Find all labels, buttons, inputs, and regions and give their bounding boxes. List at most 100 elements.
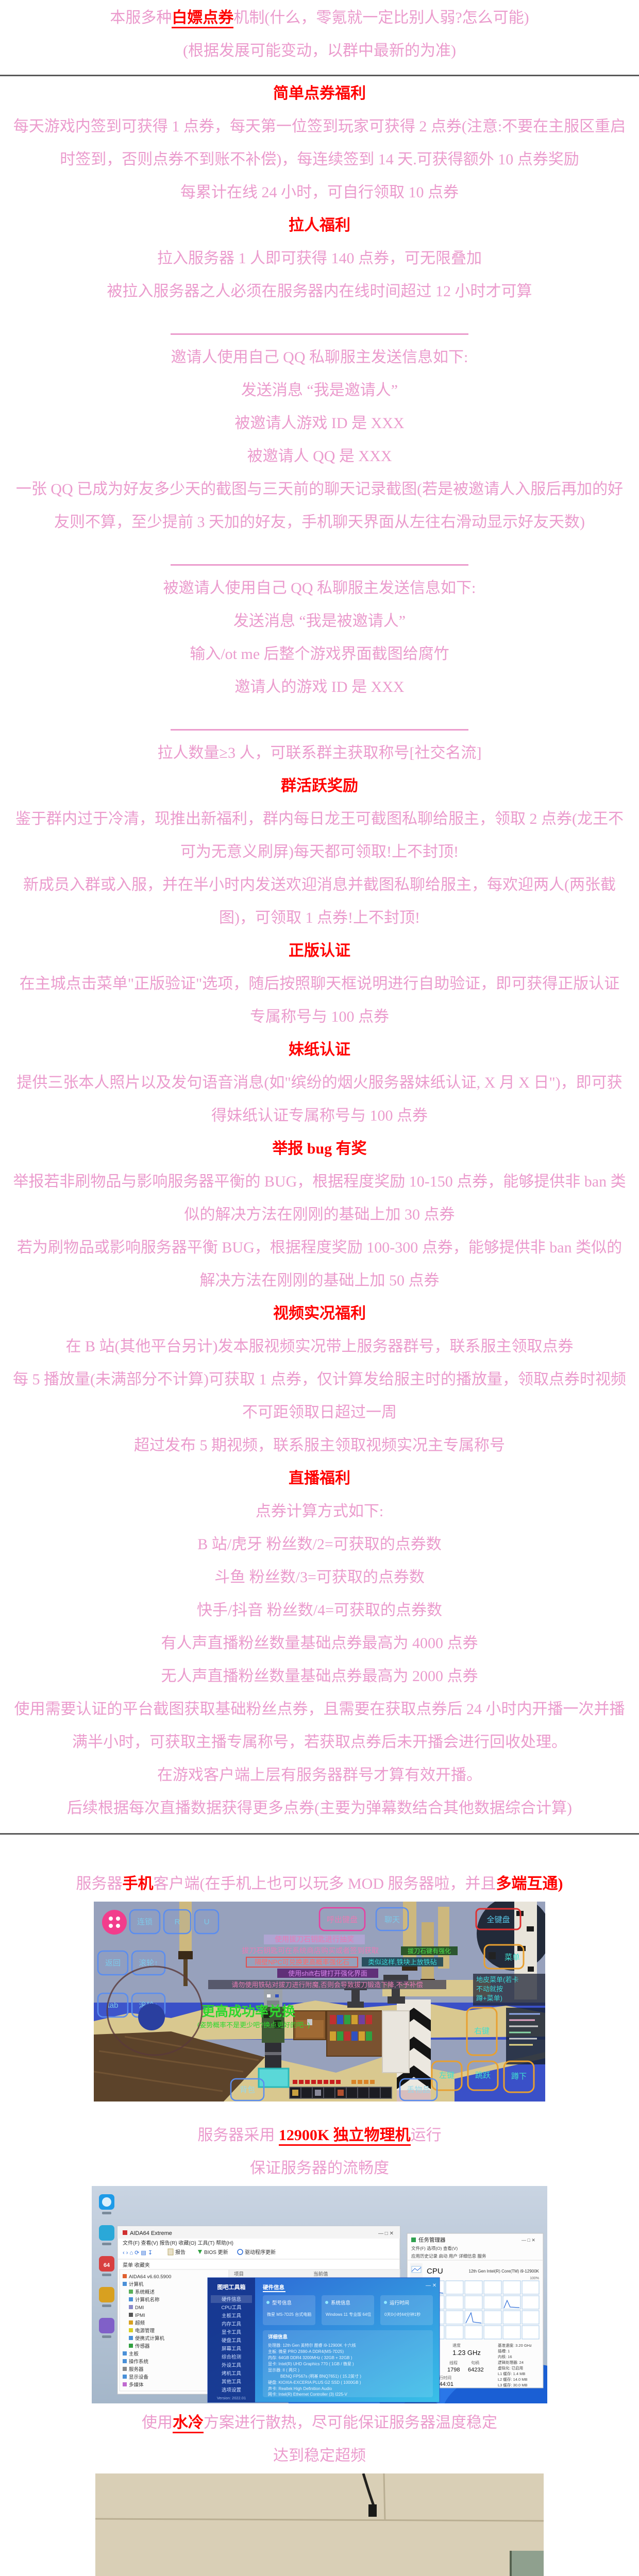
joystick-ring bbox=[106, 1965, 203, 2056]
text-run: 无人声直播粉丝数量基础点券最高为 2000 点券 bbox=[161, 1668, 478, 1685]
svg-text:内核: 16: 内核: 16 bbox=[498, 2354, 512, 2359]
paragraph: 服务器手机客户端(在手机上也可以玩多 MOD 服务器啦，并且多端互通) bbox=[0, 1868, 639, 1901]
paragraph: 后续根据每次直播数据获得更多点券(主要为弹幕数结合其他数据综合计算) bbox=[0, 1792, 639, 1825]
svg-text:菜单: 菜单 bbox=[505, 1953, 520, 1962]
svg-text:项目: 项目 bbox=[234, 2272, 244, 2277]
chat-button bbox=[375, 1907, 409, 1931]
svg-text:逻辑处理器: 24: 逻辑处理器: 24 bbox=[498, 2360, 524, 2365]
section-heading: 拉人福利 bbox=[289, 217, 350, 234]
text-run: 拉入服务器 1 人即可获得 140 点券，可无限叠加 bbox=[157, 250, 482, 267]
text-run: 鉴于群内过于冷清，现推出新福利，群内每日龙王可截图私聊给服主，领取 2 点券(龙… bbox=[15, 810, 624, 860]
svg-text:(姿势概率不是更少吧?换点更好的吧~): (姿势概率不是更少吧?换点更好的吧~) bbox=[197, 2021, 310, 2029]
svg-text:12th Gen Intel(R) Core(TM) i9-: 12th Gen Intel(R) Core(TM) i9-12900K bbox=[469, 2269, 540, 2274]
desktop-scene: 64 AIDA64 Extreme — □ ✕ 文件(F) 查看(V) 报告(R… bbox=[92, 2186, 547, 2403]
paragraph: 举报若非刷物品与影响服务器平衡的 BUG，根据程度奖励 10-150 点券，能够… bbox=[0, 1165, 639, 1231]
text-run: 方案进行散热，尽可能保证服务器温度稳定 bbox=[204, 2414, 497, 2431]
paragraph: 每累计在线 24 小时，可自行领取 10 点券 bbox=[0, 176, 639, 209]
paragraph: 邀请人的游戏 ID 是 XXX bbox=[0, 671, 639, 704]
svg-text:连锁: 连锁 bbox=[137, 1918, 153, 1926]
svg-text:使用拔刀石钥匙进行抽奖: 使用拔刀石钥匙进行抽奖 bbox=[275, 1935, 354, 1943]
cpu-core-graphs bbox=[426, 2280, 540, 2340]
svg-text:DMI: DMI bbox=[135, 2305, 144, 2311]
svg-text:文件(F) 查看(V) 报告(R) 收藏(O): 文件(F) 查看(V) 报告(R) 收藏(O) 工具(T) 帮助(H) bbox=[123, 2240, 233, 2246]
svg-text:0天0小时44分钟1秒: 0天0小时44分钟1秒 bbox=[384, 2312, 421, 2317]
section-heading: 视频实况福利 bbox=[273, 1305, 366, 1322]
desktop-icons: 64 bbox=[99, 2194, 114, 2338]
paragraph: 被拉入服务器之人必须在服务器内在线时间超过 12 小时才可算 bbox=[0, 275, 639, 308]
paragraph: 鉴于群内过于冷清，现推出新福利，群内每日龙王可截图私聊给服主，领取 2 点券(龙… bbox=[0, 803, 639, 869]
svg-text:IPMI: IPMI bbox=[135, 2313, 145, 2318]
svg-text:请勿使用铁砧对拔刀进行附魔,否则会导致拔刀锻造下降,不予补偿: 请勿使用铁砧对拔刀进行附魔,否则会导致拔刀锻造下降,不予补偿 bbox=[231, 1981, 423, 1989]
text-run: 发送消息 “我是被邀请人” bbox=[233, 613, 406, 630]
text-run: 客户端(在手机上也可以玩多 MOD 服务器啦，并且 bbox=[153, 1875, 496, 1892]
svg-text:跳跃: 跳跃 bbox=[475, 2071, 491, 2080]
svg-text:更高成功率兑换: 更高成功率兑换 bbox=[201, 2004, 296, 2019]
svg-text:显卡: Intel(R) UHD Graphics 770: 显卡: Intel(R) UHD Graphics 770 ( 1GB / 微星… bbox=[268, 2361, 354, 2366]
text-run: 本服多种 bbox=[110, 9, 172, 26]
svg-text:不动就按: 不动就按 bbox=[476, 1985, 503, 1993]
text-run: 超过发布 5 期视频，联系服主领取视频实况主专属称号 bbox=[134, 1437, 505, 1454]
section-heading: 直播福利 bbox=[289, 1470, 350, 1487]
back-button bbox=[97, 1950, 129, 1976]
emphasized-text: 水冷 bbox=[173, 2414, 204, 2433]
chain-button bbox=[129, 1909, 161, 1935]
paragraph: 若为刷物品或影响服务器平衡 BUG，根据程度奖励 100-300 点券，能够提供… bbox=[0, 1231, 639, 1297]
dashed-divider bbox=[0, 704, 639, 737]
svg-text:传感器: 传感器 bbox=[135, 2343, 150, 2349]
paragraph: 保证服务器的流畅度 bbox=[0, 2152, 639, 2185]
svg-text:返回: 返回 bbox=[105, 1959, 121, 1968]
text-run: 在主城点击菜单"正版验证"选项，随后按照聊天框说明进行自助验证，即可获得正版认证… bbox=[19, 975, 620, 1025]
svg-text:全键盘: 全键盘 bbox=[486, 1915, 510, 1924]
svg-text:网卡: Intel(R) Ethernet Control: 网卡: Intel(R) Ethernet Controller (3) I22… bbox=[268, 2392, 347, 2397]
quartz-pillar bbox=[382, 2010, 410, 2073]
emphasized-text: 白嫖点券 bbox=[172, 9, 234, 28]
chassis-scene: Great Wall Sugon bbox=[95, 2473, 544, 2576]
text-run: 斗鱼 粉丝数/3=可获取的点券数 bbox=[214, 1569, 425, 1586]
svg-text:1798: 1798 bbox=[447, 2367, 460, 2373]
full-keyboard-button bbox=[475, 1908, 522, 1930]
svg-text:滚轮↑: 滚轮↑ bbox=[139, 1959, 158, 1968]
text-run: (根据发展可能变动，以群中最新的为准) bbox=[183, 42, 456, 59]
svg-text:聊天: 聊天 bbox=[384, 1916, 400, 1924]
windows-desktop-screenshot: 64 AIDA64 Extreme — □ ✕ 文件(F) 查看(V) 报告(R… bbox=[92, 2186, 547, 2403]
section-heading: 举报 bug 有奖 bbox=[272, 1140, 367, 1157]
section-heading: 群活跃奖励 bbox=[281, 777, 358, 794]
svg-text:硬件信息: 硬件信息 bbox=[222, 2296, 241, 2302]
svg-text:内存工具: 内存工具 bbox=[222, 2321, 242, 2327]
paragraph: 服务器采用 12900K 独立物理机运行 bbox=[0, 2119, 639, 2152]
svg-text:L1 缓存: 1.4 MB: L1 缓存: 1.4 MB bbox=[498, 2371, 525, 2376]
svg-text:U: U bbox=[204, 1918, 210, 1926]
paragraph: 使用需要认证的平台截图获取基础粉丝点券，且需要在获取点券后 24 小时内开播一次… bbox=[0, 1693, 639, 1759]
svg-text:服务器: 服务器 bbox=[129, 2366, 144, 2372]
svg-text:L2 缓存: 14.0 MB: L2 缓存: 14.0 MB bbox=[498, 2377, 528, 2382]
horizontal-rule bbox=[0, 75, 639, 76]
paragraph: 每 5 播放量(未满部分不计算)可获取 1 点券，仅计算发给服主时的播放量，领取… bbox=[0, 1363, 639, 1429]
svg-text:计算机: 计算机 bbox=[129, 2281, 144, 2287]
svg-text:虚拟化: 已启用: 虚拟化: 已启用 bbox=[498, 2365, 523, 2370]
text-run: B 站/虎牙 粉丝数/2=可获取的点券数 bbox=[197, 1536, 442, 1553]
svg-text:句柄: 句柄 bbox=[471, 2360, 479, 2365]
svg-text:L3 缓存: 30.0 MB: L3 缓存: 30.0 MB bbox=[498, 2382, 528, 2387]
svg-text:基准速度: 3.20 GHz: 基准速度: 3.20 GHz bbox=[498, 2343, 532, 2348]
svg-text:硬盘工具: 硬盘工具 bbox=[222, 2337, 242, 2344]
text-run: 每天游戏内签到可获得 1 点券，每天第一位签到玩家可获得 2 点券(注意:不要在… bbox=[13, 118, 626, 168]
jump-button bbox=[467, 2060, 499, 2091]
text-run: 后续根据每次直播数据获得更多点券(主要为弹幕数结合其他数据综合计算) bbox=[67, 1800, 572, 1817]
svg-text:100%: 100% bbox=[530, 2277, 539, 2280]
paragraph: 发送消息 “我是邀请人” bbox=[0, 374, 639, 407]
text-run: 点券计算方式如下: bbox=[255, 1503, 384, 1520]
r-button bbox=[163, 1909, 192, 1935]
svg-text:超频: 超频 bbox=[135, 2320, 145, 2326]
toolbox-window: 图吧工具箱 硬件信息 CPU工具 主板工具 内存工具 显卡工具 硬盘工具 屏幕工… bbox=[207, 2277, 440, 2403]
svg-text:内存: 64GB DDR4 3200MHz ( 32GB: 内存: 64GB DDR4 3200MHz ( 32GB + 32GB ) bbox=[268, 2355, 352, 2360]
emphasized-text: 12900K 独立物理机 bbox=[278, 2127, 411, 2146]
text-run: 在 B 站(其他平台另计)发本服视频实况带上服务器群号，联系服主领取点券 bbox=[65, 1338, 574, 1355]
svg-text:显示器: II ( 两只 ): 显示器: II ( 两只 ) bbox=[268, 2368, 299, 2372]
svg-text:类似这样,铁块上放铁砧: 类似这样,铁块上放铁砧 bbox=[368, 1958, 437, 1966]
svg-text:外设工具: 外设工具 bbox=[222, 2362, 242, 2368]
svg-text:烤机工具: 烤机工具 bbox=[222, 2370, 242, 2377]
svg-text:便携式计算机: 便携式计算机 bbox=[135, 2335, 165, 2342]
mobile-right-controls: 全键盘 菜单 地皮菜单(若卡 不动就按 蹲+菜单) 右键 左键 跳跃 蹲下 bbox=[431, 1908, 545, 2093]
menu-button bbox=[483, 1944, 525, 1970]
left-click-button bbox=[431, 2060, 463, 2091]
